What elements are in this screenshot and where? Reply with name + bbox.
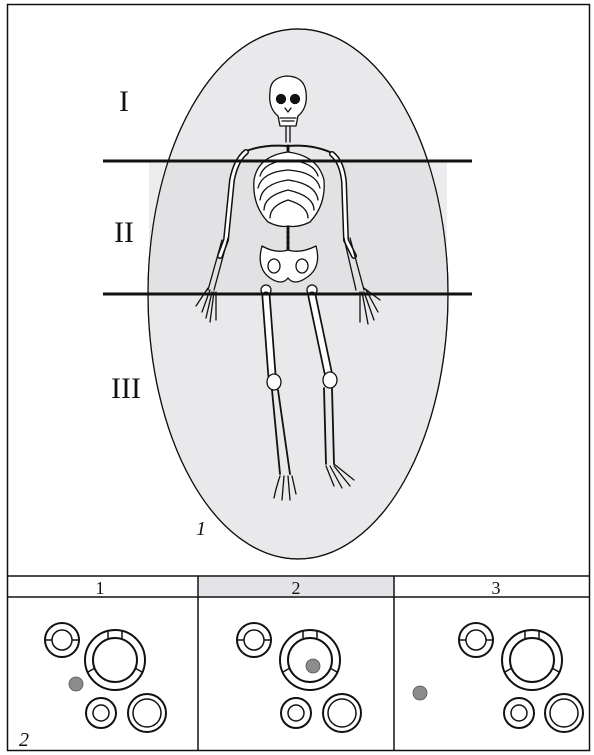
panel-2: 1 2 3 [7, 576, 590, 751]
dot-marker-3 [413, 686, 427, 700]
panel-1: I II III 1 [103, 29, 472, 559]
zone-label-iii: III [111, 372, 141, 405]
zone-label-ii: II [114, 216, 134, 249]
panel-2-label: 2 [19, 729, 29, 751]
column-header-2: 2 [292, 578, 301, 598]
column-header-3: 3 [492, 578, 501, 598]
panel-1-label: 1 [196, 518, 206, 540]
zone-label-i: I [119, 85, 129, 118]
column-header-1: 1 [96, 578, 105, 598]
dot-marker-2 [306, 659, 320, 673]
cell-1 [45, 623, 166, 732]
dot-marker-1 [69, 677, 83, 691]
cell-2 [237, 623, 361, 732]
cell-3 [459, 623, 583, 732]
